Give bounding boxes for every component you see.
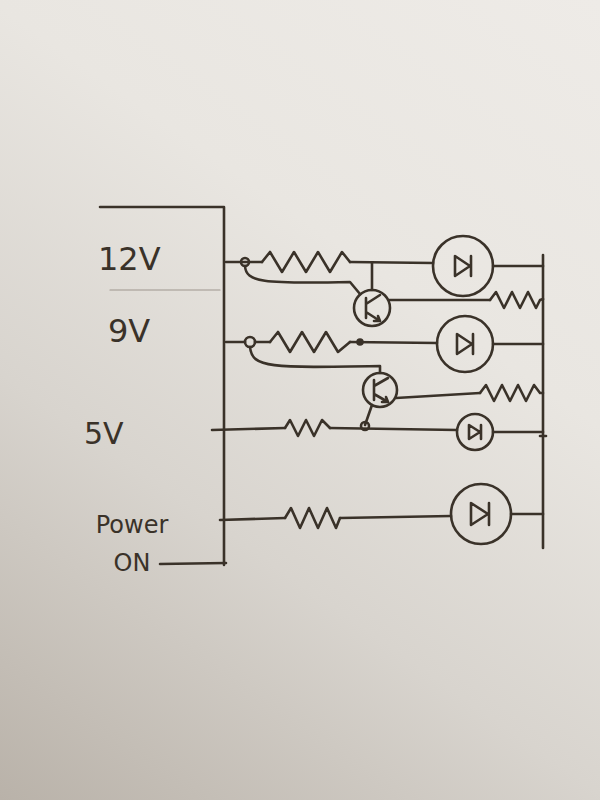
led-symbol xyxy=(457,414,493,450)
led-symbol xyxy=(437,316,493,372)
voltage-label: Power ON xyxy=(76,506,188,583)
wire xyxy=(330,428,457,430)
junction-dot xyxy=(358,340,363,345)
resistor-symbol xyxy=(285,420,330,436)
wire xyxy=(350,262,433,263)
transistor-symbol xyxy=(363,373,397,407)
resistor-symbol xyxy=(480,385,543,401)
resistor-symbol xyxy=(262,252,350,272)
junction-dot xyxy=(241,258,249,266)
wire xyxy=(389,299,490,302)
wire xyxy=(220,518,285,520)
voltage-label: 9V xyxy=(108,312,150,350)
transistor-symbol xyxy=(374,378,388,402)
led-symbol xyxy=(451,484,511,544)
wire xyxy=(226,261,262,264)
junction-dot xyxy=(361,422,369,430)
transistor-symbol xyxy=(354,290,390,326)
frame-line xyxy=(160,563,226,564)
led-symbol xyxy=(433,236,493,296)
wire xyxy=(226,341,245,344)
diode-symbol xyxy=(471,503,489,525)
wire xyxy=(493,265,543,268)
wire xyxy=(493,431,543,434)
diode-symbol xyxy=(455,256,471,276)
wire xyxy=(245,266,360,294)
wire xyxy=(371,263,374,290)
separator-line xyxy=(110,289,220,290)
resistor-symbol xyxy=(285,508,340,528)
wire xyxy=(212,428,285,430)
diode-symbol xyxy=(457,334,473,354)
wire xyxy=(396,393,480,398)
junction-dot xyxy=(245,337,255,347)
wire xyxy=(511,513,543,516)
voltage-label: 12V xyxy=(98,240,161,278)
voltage-label: 5V xyxy=(84,416,124,452)
resistor-symbol xyxy=(490,292,543,308)
resistor-symbol xyxy=(270,332,350,352)
diode-symbol xyxy=(469,425,481,439)
wire xyxy=(340,516,451,518)
wire xyxy=(493,343,543,346)
junction-dot xyxy=(540,435,546,438)
transistor-symbol xyxy=(366,295,380,321)
wire xyxy=(255,341,270,344)
wire xyxy=(250,347,380,373)
